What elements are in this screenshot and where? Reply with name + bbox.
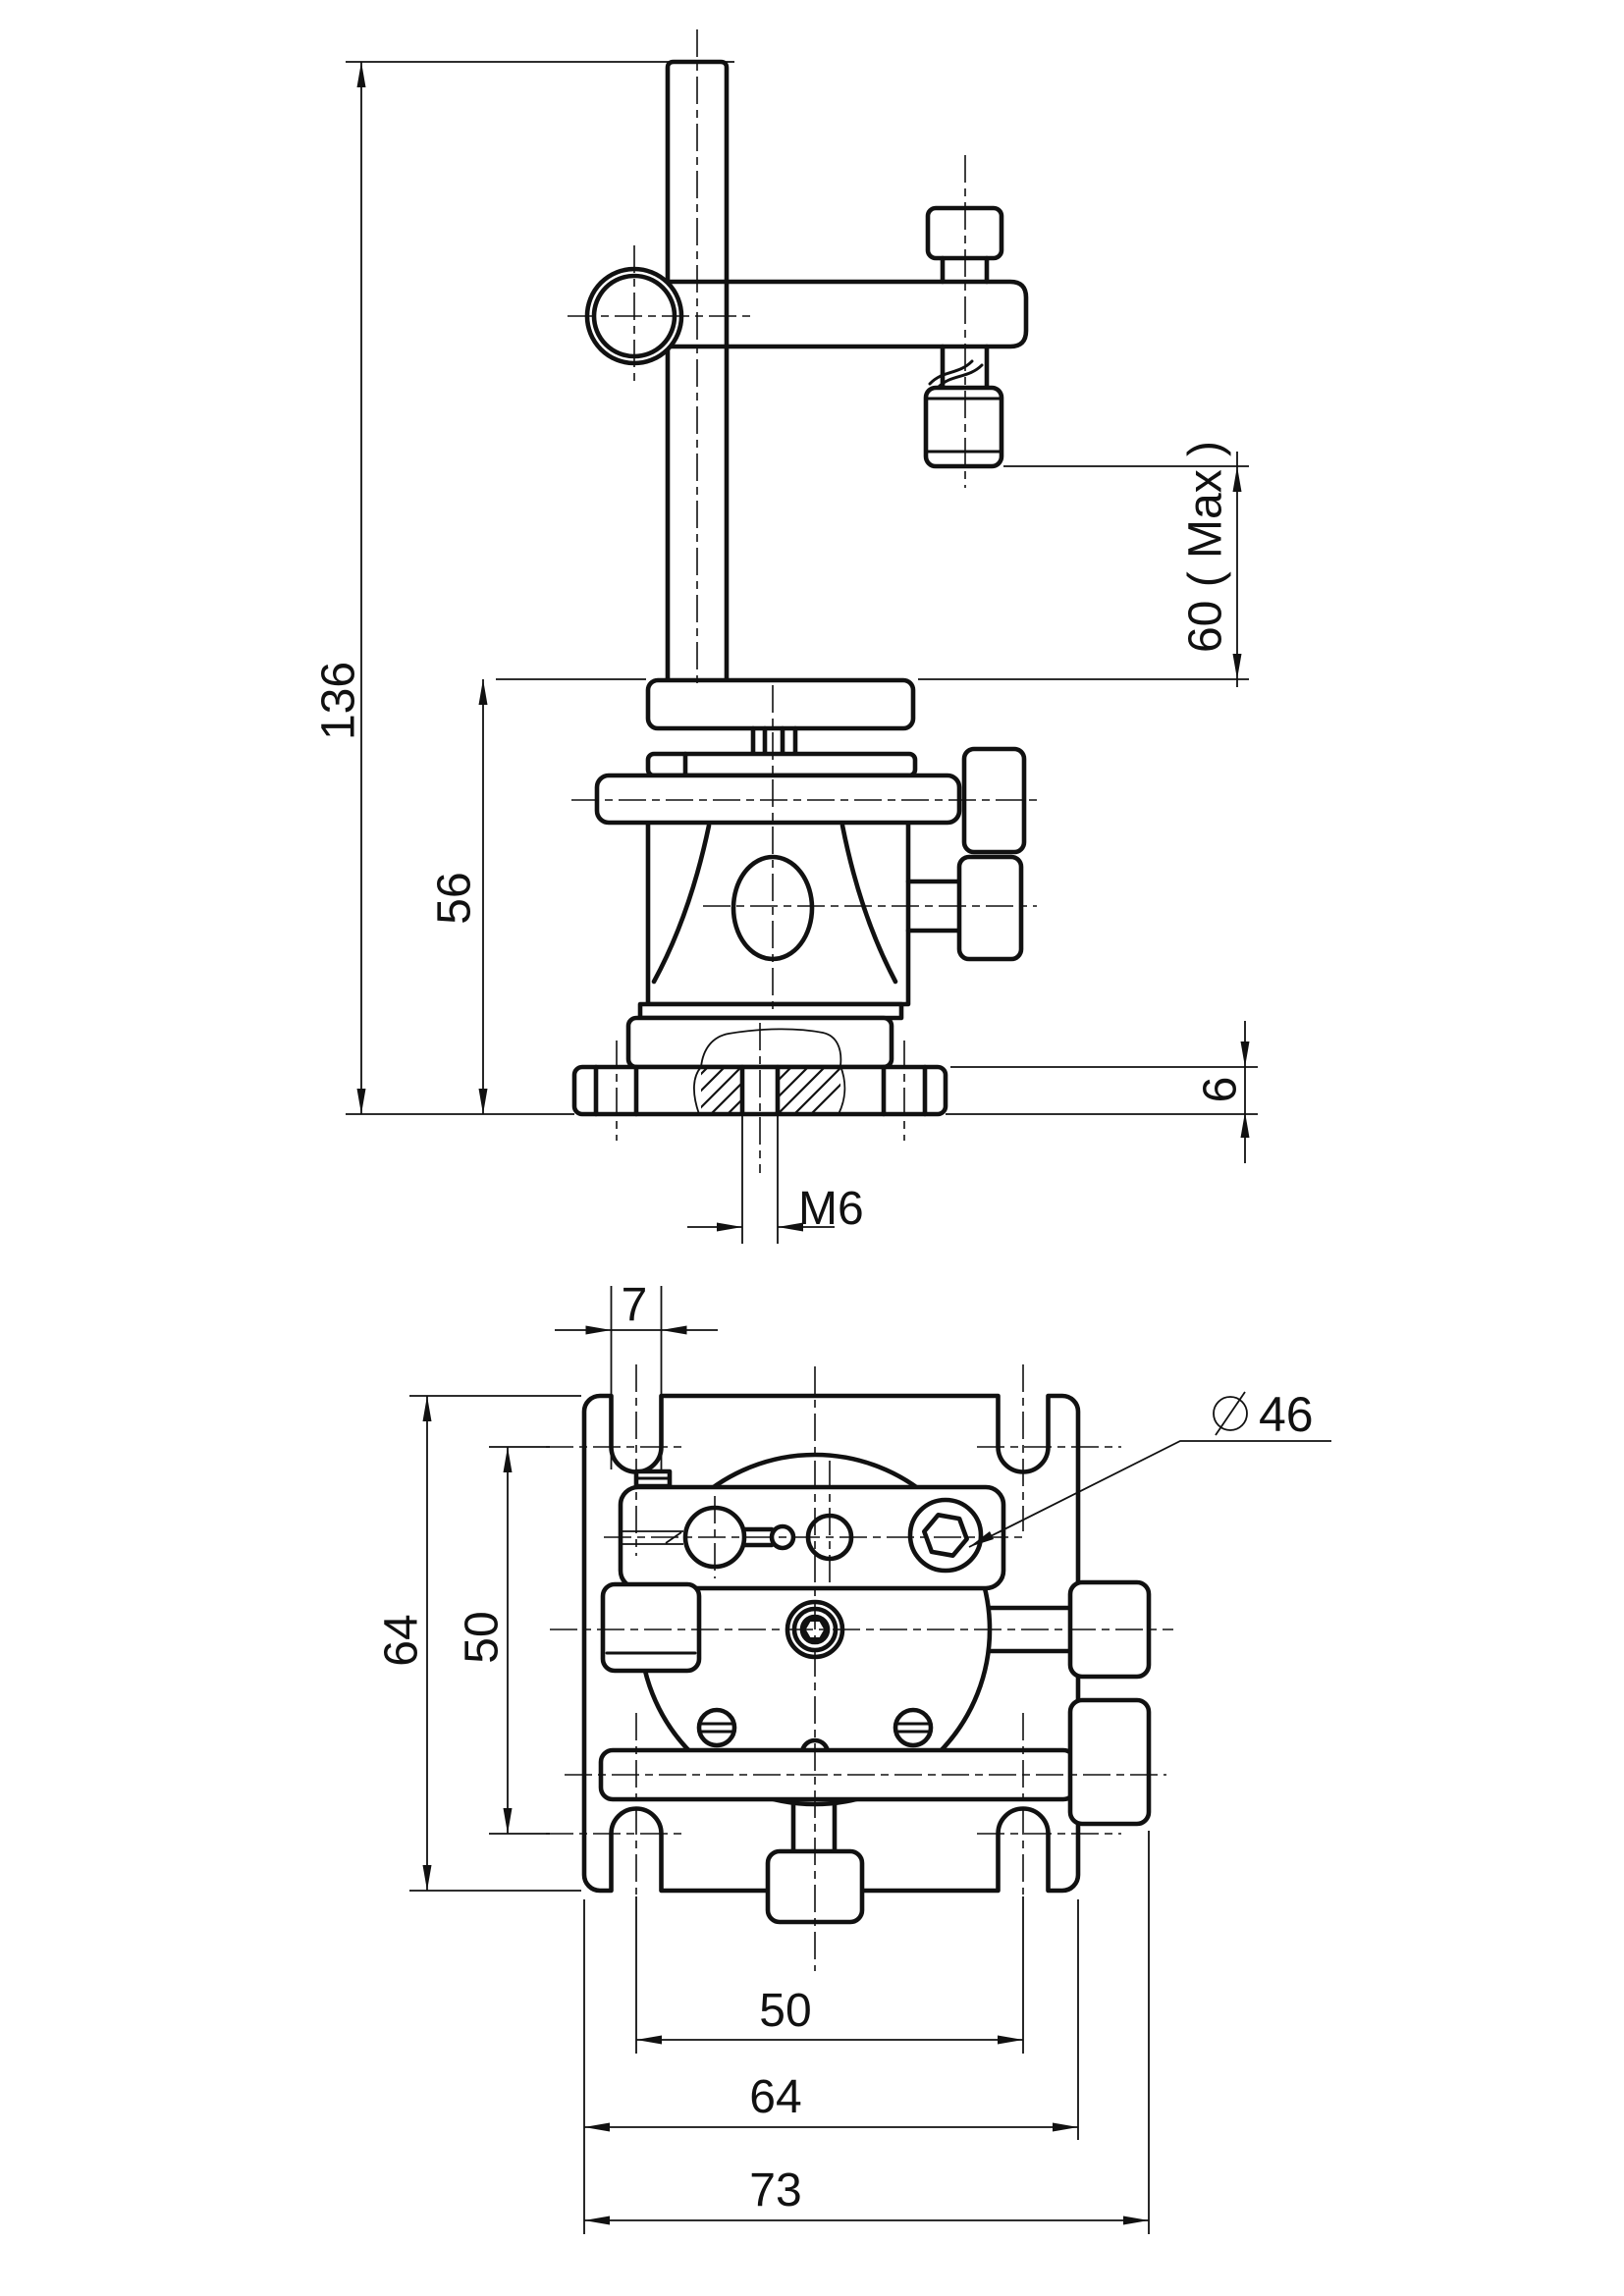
dim-mount-thread: M6 bbox=[687, 1114, 864, 1244]
east-knob-lower bbox=[1067, 1697, 1152, 1827]
stage-upper-plate bbox=[645, 751, 918, 778]
hex-socket bbox=[922, 1513, 969, 1558]
dim-overall-height: 136 bbox=[313, 61, 734, 1115]
dim-overall-width-value: 73 bbox=[749, 2164, 801, 2216]
plan-view: 7 46 64 50 bbox=[376, 1279, 1331, 2234]
front-outlines bbox=[571, 59, 1029, 1117]
stage-top-plate bbox=[645, 677, 916, 731]
dim-plate-width-value: 64 bbox=[749, 2071, 801, 2123]
section-break-line bbox=[693, 1028, 846, 1115]
knob-stub-lines bbox=[905, 879, 967, 934]
diameter-symbol-icon bbox=[1213, 1391, 1248, 1436]
dim-plate-depth-value: 64 bbox=[376, 1614, 428, 1666]
dim-hole-spacing-vertical: 50 bbox=[457, 1446, 550, 1835]
dim-overall-height-value: 136 bbox=[313, 662, 365, 740]
east-shaft-lines bbox=[987, 1605, 1078, 1654]
slotted-screw-left bbox=[696, 1707, 737, 1748]
dim-slot-width: 7 bbox=[555, 1279, 718, 1469]
front-centerlines bbox=[568, 29, 1043, 1173]
spring-symbol bbox=[928, 359, 984, 390]
stage-neck bbox=[750, 725, 798, 757]
arm-screw-shaft bbox=[940, 255, 990, 285]
dim-plate-depth: 64 bbox=[376, 1395, 581, 1892]
dim-stage-height: 56 bbox=[429, 678, 646, 1114]
arm-lower-knob-lines bbox=[926, 397, 1001, 454]
south-stem-lines bbox=[790, 1801, 838, 1854]
dim-hole-spacing-vertical-value: 50 bbox=[457, 1611, 509, 1663]
lever-stem bbox=[739, 1526, 775, 1548]
dim-hole-spacing-horizontal: 50 bbox=[635, 1896, 1024, 2054]
dim-plate-width: 64 bbox=[583, 1899, 1079, 2234]
west-knob bbox=[600, 1581, 702, 1674]
m6-hole-lines bbox=[739, 1064, 781, 1117]
arm-outline bbox=[645, 279, 1029, 349]
dim-base-thickness-value: 6 bbox=[1195, 1077, 1247, 1103]
plan-outlines bbox=[581, 1393, 1152, 1925]
dim-travel-max: 60 ( Max ) bbox=[918, 441, 1249, 687]
front-view: 136 56 60 ( Max ) 6 M6 bbox=[313, 29, 1258, 1244]
arm-lower-knob bbox=[923, 385, 1004, 469]
stage-knob-lower-right bbox=[956, 854, 1024, 962]
body-curve-right bbox=[839, 823, 898, 985]
dim-platform-diameter-value: 46 bbox=[1259, 1387, 1314, 1442]
hex-screw-washer bbox=[907, 1497, 984, 1574]
body-curve-left bbox=[651, 823, 712, 985]
dim-platform-diameter: 46 bbox=[968, 1387, 1331, 1548]
dim-mount-thread-value: M6 bbox=[798, 1183, 864, 1235]
dim-slot-width-value: 7 bbox=[622, 1279, 648, 1331]
dim-overall-width: 73 bbox=[584, 1831, 1150, 2234]
stage-clamp-arm bbox=[594, 773, 962, 826]
base-flange-slots bbox=[593, 1064, 928, 1117]
slotted-screw-right bbox=[893, 1707, 934, 1748]
dim-stage-height-value: 56 bbox=[429, 872, 481, 924]
clamp-screw-shaft bbox=[940, 344, 990, 391]
dim-hole-spacing-horizontal-value: 50 bbox=[759, 1985, 811, 2037]
dim-base-thickness: 6 bbox=[946, 1021, 1258, 1163]
dim-travel-max-value: 60 ( Max ) bbox=[1180, 441, 1232, 653]
